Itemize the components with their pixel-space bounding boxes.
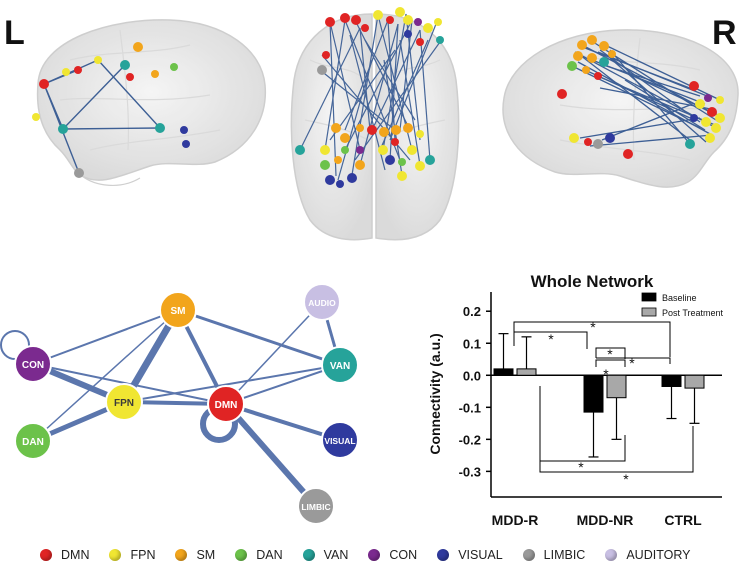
legend-item-fpn: FPN	[109, 548, 155, 562]
graph-node-limbic	[297, 487, 335, 525]
legend-item-sm: SM	[175, 548, 215, 562]
graph-node-con	[14, 345, 52, 383]
legend-swatch	[235, 549, 248, 561]
graph-node-label: AUDIO	[308, 298, 336, 308]
brain-top-view	[290, 7, 460, 241]
graph-node-label: LIMBIC	[301, 502, 330, 512]
bar-baseline-mdd-nr	[583, 374, 604, 413]
chart-legend-label: Baseline	[662, 293, 697, 303]
y-tick-label: -0.3	[459, 464, 481, 479]
significance-bracket	[513, 331, 588, 349]
y-tick-label: 0.0	[463, 368, 481, 383]
graph-node-fpn	[105, 383, 143, 421]
network-graph: SM AUDIO CON VAN FPN DMN DAN VISUAL LIMBIC	[0, 283, 359, 525]
significance-star: *	[578, 459, 584, 475]
legend-swatch	[522, 549, 535, 561]
significance-bracket	[595, 359, 626, 367]
legend-label: AUDITORY	[626, 548, 691, 562]
legend-label: VAN	[323, 548, 349, 562]
significance-star: *	[590, 319, 596, 335]
graph-node-label: VISUAL	[324, 436, 355, 446]
chart-legend-swatch	[641, 307, 657, 317]
x-tick-label: MDD-NR	[577, 512, 634, 528]
chart-legend-swatch	[641, 292, 657, 302]
significance-star: *	[629, 355, 635, 371]
graph-node-label: CON	[22, 360, 44, 371]
legend-item-con: CON	[368, 548, 417, 562]
significance-star: *	[623, 471, 629, 487]
graph-node-label: FPN	[114, 398, 134, 409]
significance-bracket	[539, 386, 626, 462]
edge-fpn-van	[123, 364, 341, 403]
significance-star: *	[603, 366, 609, 382]
x-tick-label: MDD-R	[492, 512, 539, 528]
legend-swatch	[605, 549, 618, 561]
y-tick-label: 0.2	[463, 304, 481, 319]
significance-bracket	[596, 357, 671, 364]
bar-post-treatment-mdd-nr	[606, 374, 627, 399]
graph-node-dan	[14, 422, 52, 460]
bar-baseline-ctrl	[661, 374, 682, 387]
graph-node-label: DAN	[22, 437, 44, 448]
significance-bracket	[595, 347, 626, 359]
edge-sm-van	[176, 308, 342, 367]
legend-swatch	[437, 549, 450, 561]
edge-sm-dan	[32, 309, 179, 442]
legend-label: DAN	[256, 548, 283, 562]
legend-label: LIMBIC	[543, 548, 586, 562]
significance-star: *	[607, 346, 613, 362]
edge-dmn-limbic	[223, 401, 319, 509]
legend-label: CON	[389, 548, 418, 562]
y-axis-label: Connectivity (a.u.)	[427, 333, 443, 454]
legend-swatch	[109, 549, 122, 561]
legend-swatch	[302, 549, 315, 561]
y-tick-label: -0.2	[459, 432, 481, 447]
graph-node-van	[321, 346, 359, 384]
edge-con-sm	[32, 309, 179, 365]
brain-left-lateral	[32, 19, 267, 186]
network-legend: DMN FPN SM DAN VAN CON VISUAL LIMBIC AUDITORY	[40, 545, 710, 565]
legend-item-van: VAN	[302, 548, 349, 562]
graph-node-dmn	[207, 385, 245, 423]
legend-label: VISUAL	[458, 548, 503, 562]
legend-item-dmn: DMN	[40, 548, 89, 562]
bar-post-treatment-ctrl	[684, 374, 705, 389]
legend-label: FPN	[130, 548, 156, 562]
legend-item-dan: DAN	[235, 548, 283, 562]
brain-right-lateral	[502, 29, 739, 188]
chart-legend-label: Post Treatment	[662, 308, 724, 318]
legend-swatch	[175, 549, 188, 561]
legend-label: SM	[196, 548, 216, 562]
x-tick-label: CTRL	[664, 512, 702, 528]
graph-node-visual	[321, 421, 359, 459]
edge-dmn-van	[225, 364, 341, 405]
edge-dmn-audio	[225, 301, 323, 405]
chart-title: Whole Network	[531, 272, 654, 291]
legend-item-limbic: LIMBIC	[522, 548, 586, 562]
significance-bracket	[539, 426, 694, 473]
graph-node-sm	[159, 291, 197, 329]
legend-swatch	[40, 549, 52, 561]
legend-label: DMN	[61, 548, 90, 562]
bar-post-treatment-mdd-r	[516, 368, 537, 376]
legend-item-auditory: AUDITORY	[605, 548, 690, 562]
left-hemisphere-label: L	[4, 14, 25, 52]
graph-node-label: DMN	[215, 400, 238, 411]
y-tick-label: 0.1	[463, 336, 481, 351]
edge-dmn-visual	[224, 402, 342, 442]
legend-swatch	[368, 549, 381, 561]
significance-star: *	[548, 331, 554, 347]
right-hemisphere-label: R	[712, 14, 737, 52]
legend-item-visual: VISUAL	[437, 548, 503, 562]
graph-node-label: SM	[171, 306, 186, 317]
y-tick-label: -0.1	[459, 400, 481, 415]
bar-baseline-mdd-r	[493, 368, 514, 376]
graph-node-label: VAN	[330, 361, 350, 372]
graph-node-audio	[303, 283, 341, 321]
